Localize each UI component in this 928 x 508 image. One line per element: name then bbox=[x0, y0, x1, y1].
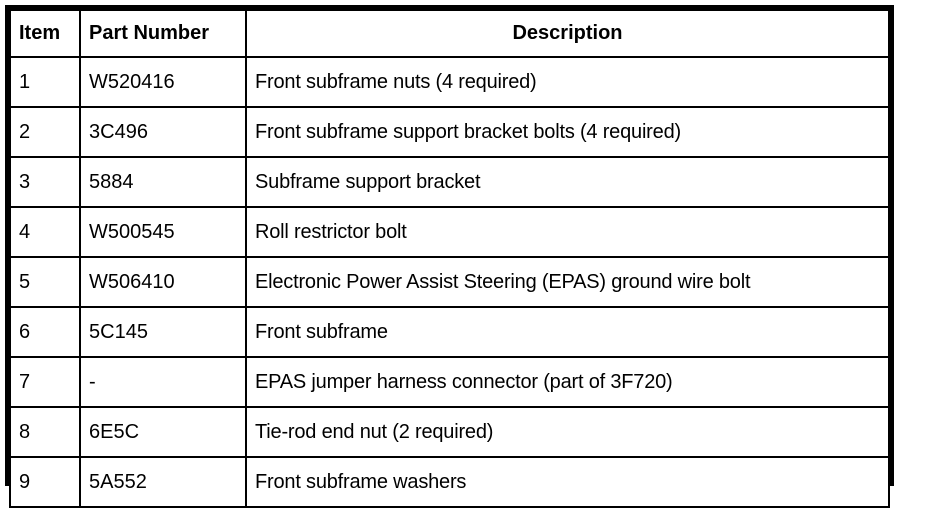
cell-part-number: W506410 bbox=[79, 256, 247, 308]
cell-item: 3 bbox=[9, 156, 81, 208]
cell-part-number: 5884 bbox=[79, 156, 247, 208]
table-header-row: Item Part Number Description bbox=[9, 9, 890, 58]
cell-description: Front subframe nuts (4 required) bbox=[245, 56, 890, 108]
table-row: 3 5884 Subframe support bracket bbox=[9, 156, 890, 208]
cell-description: Tie-rod end nut (2 required) bbox=[245, 406, 890, 458]
cell-item: 9 bbox=[9, 456, 81, 508]
column-header-item: Item bbox=[9, 9, 81, 58]
cell-part-number: - bbox=[79, 356, 247, 408]
cell-part-number: W520416 bbox=[79, 56, 247, 108]
column-header-description: Description bbox=[245, 9, 890, 58]
parts-table: Item Part Number Description 1 W520416 F… bbox=[9, 9, 890, 508]
column-header-part-number: Part Number bbox=[79, 9, 247, 58]
cell-description: Roll restrictor bolt bbox=[245, 206, 890, 258]
cell-part-number: 6E5C bbox=[79, 406, 247, 458]
cell-description: EPAS jumper harness connector (part of 3… bbox=[245, 356, 890, 408]
cell-item: 6 bbox=[9, 306, 81, 358]
cell-part-number: W500545 bbox=[79, 206, 247, 258]
cell-part-number: 3C496 bbox=[79, 106, 247, 158]
cell-item: 8 bbox=[9, 406, 81, 458]
parts-table-container: Item Part Number Description 1 W520416 F… bbox=[5, 5, 894, 508]
cell-part-number: 5C145 bbox=[79, 306, 247, 358]
table-body: 1 W520416 Front subframe nuts (4 require… bbox=[9, 56, 890, 508]
table-header: Item Part Number Description bbox=[9, 9, 890, 58]
table-row: 5 W506410 Electronic Power Assist Steeri… bbox=[9, 256, 890, 308]
table-row: 6 5C145 Front subframe bbox=[9, 306, 890, 358]
table-row: 2 3C496 Front subframe support bracket b… bbox=[9, 106, 890, 158]
table-row: 1 W520416 Front subframe nuts (4 require… bbox=[9, 56, 890, 108]
cell-item: 1 bbox=[9, 56, 81, 108]
cell-item: 7 bbox=[9, 356, 81, 408]
cell-item: 5 bbox=[9, 256, 81, 308]
cell-item: 2 bbox=[9, 106, 81, 158]
cell-part-number: 5A552 bbox=[79, 456, 247, 508]
table-row: 8 6E5C Tie-rod end nut (2 required) bbox=[9, 406, 890, 458]
table-row: 4 W500545 Roll restrictor bolt bbox=[9, 206, 890, 258]
table-row: 9 5A552 Front subframe washers bbox=[9, 456, 890, 508]
cell-description: Subframe support bracket bbox=[245, 156, 890, 208]
cell-description: Front subframe support bracket bolts (4 … bbox=[245, 106, 890, 158]
cell-description: Electronic Power Assist Steering (EPAS) … bbox=[245, 256, 890, 308]
cell-description: Front subframe bbox=[245, 306, 890, 358]
table-row: 7 - EPAS jumper harness connector (part … bbox=[9, 356, 890, 408]
cell-description: Front subframe washers bbox=[245, 456, 890, 508]
cell-item: 4 bbox=[9, 206, 81, 258]
